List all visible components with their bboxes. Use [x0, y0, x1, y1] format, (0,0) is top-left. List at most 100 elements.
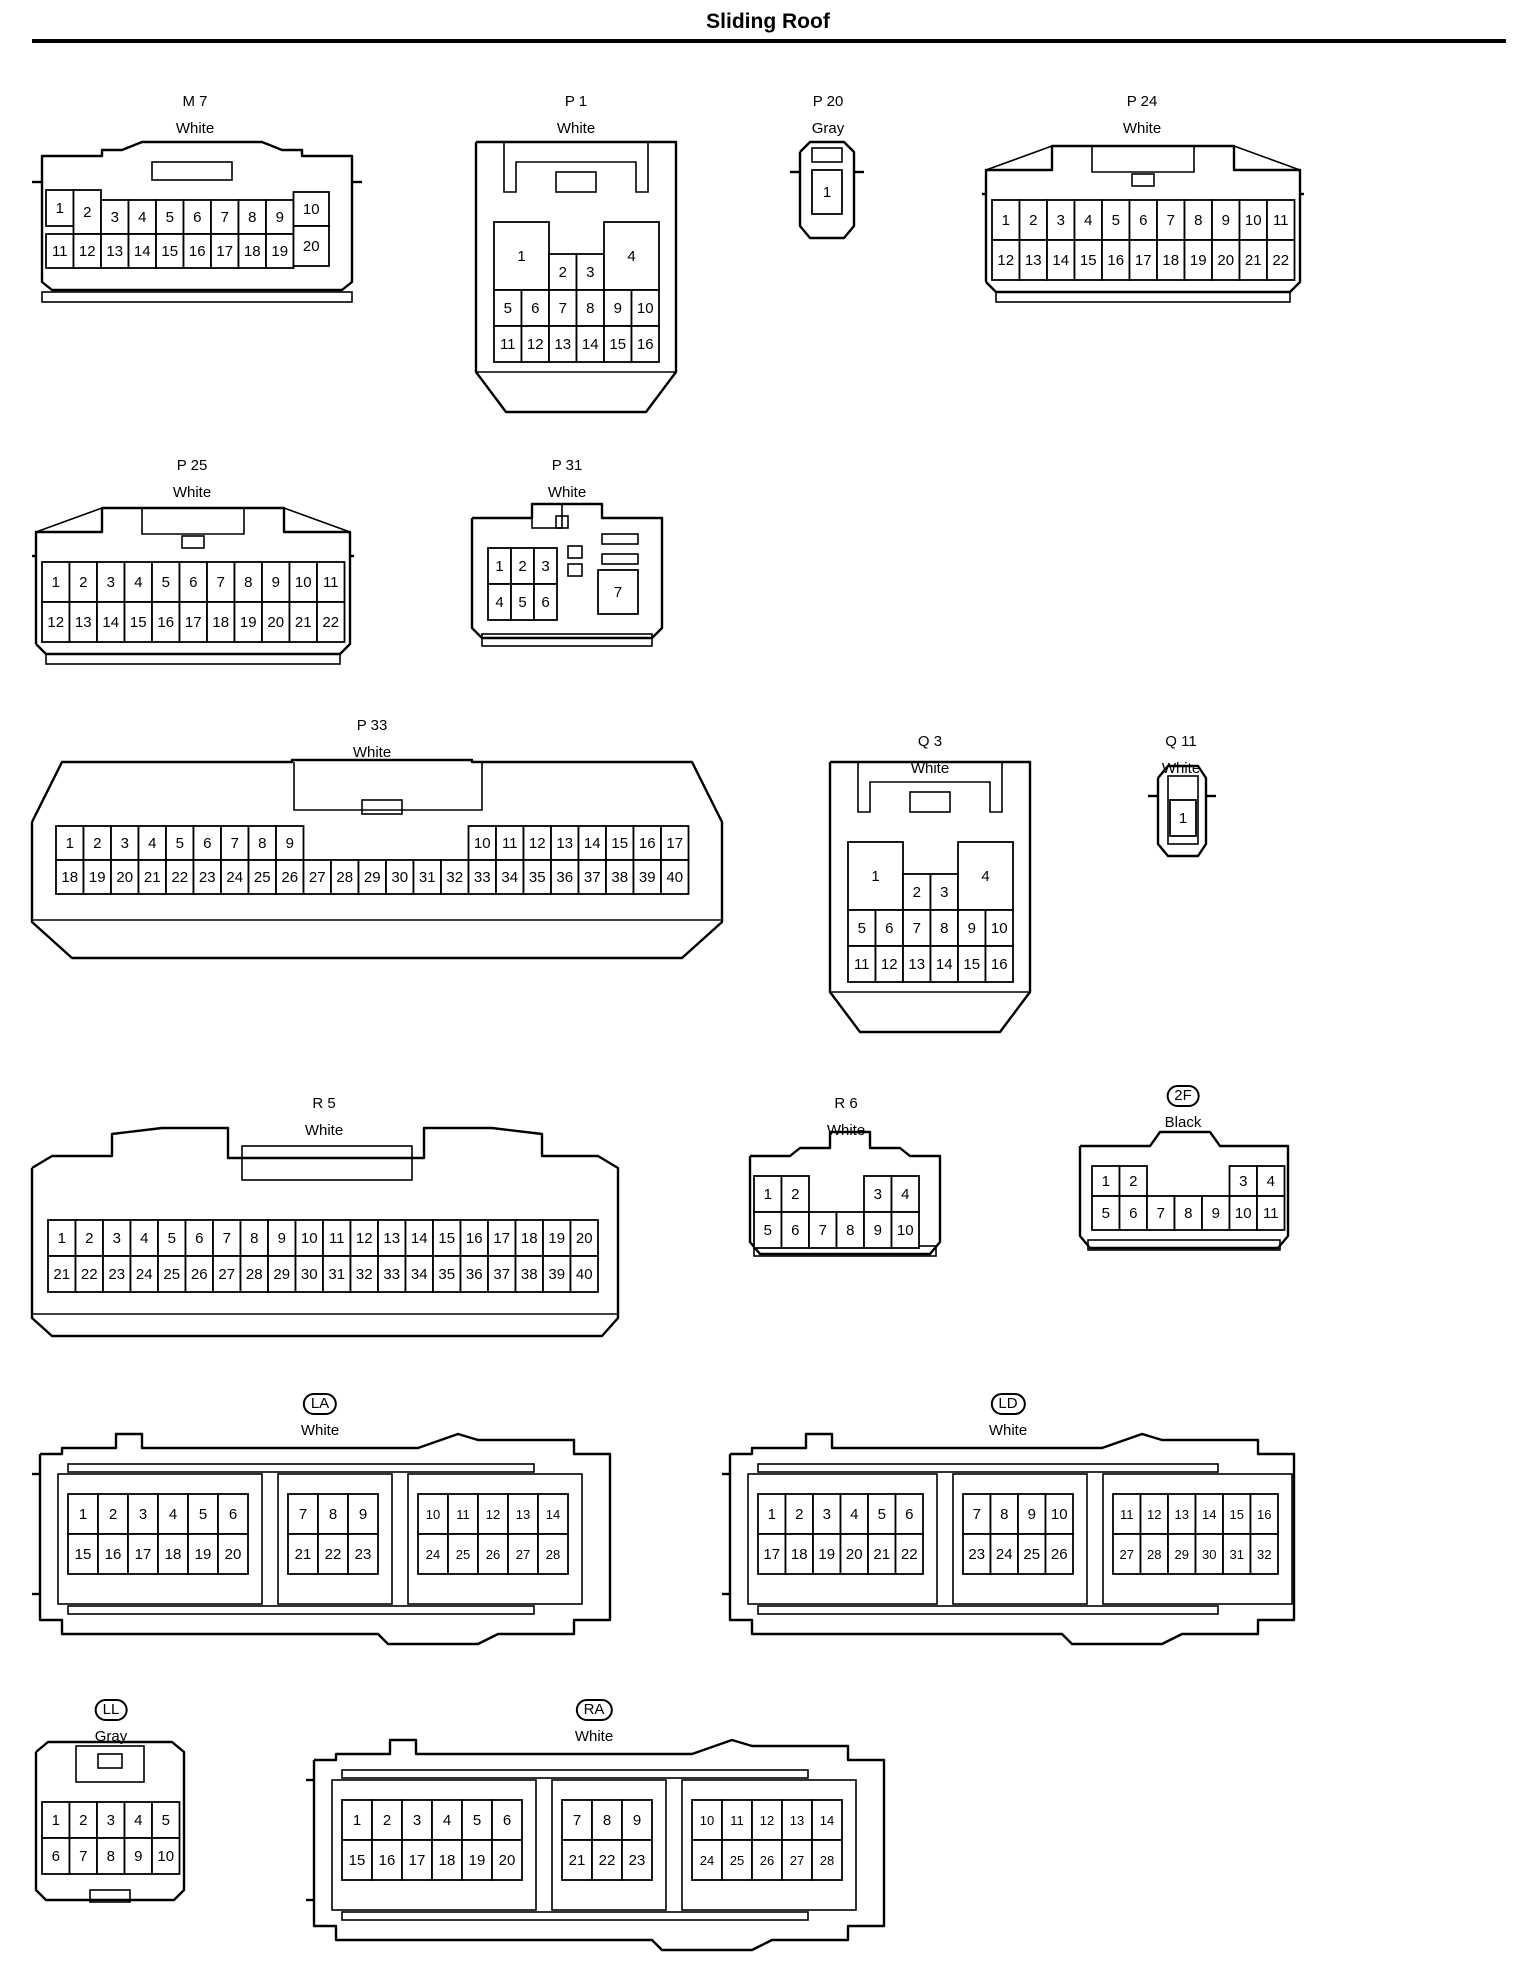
pin-cell: 30: [294, 1255, 324, 1293]
pin-cell: 22: [894, 1533, 924, 1575]
pin-cell: 16: [1249, 1493, 1279, 1535]
pin-number: 27: [218, 1266, 235, 1283]
pin-cell: 14: [537, 1493, 569, 1535]
pin-cell: 28: [811, 1839, 843, 1881]
pin-cell: 28: [537, 1533, 569, 1575]
pin-number: 12: [529, 835, 546, 852]
pin-cell: 12: [520, 325, 550, 363]
pin-number: 19: [271, 243, 288, 260]
pin-number: 9: [1222, 212, 1230, 229]
pin-cell: 1: [45, 189, 75, 227]
pin-cell: 18: [206, 601, 236, 643]
pin-cell: 12: [349, 1219, 379, 1257]
pin-number: 27: [790, 1853, 804, 1868]
pin-number: 5: [878, 1506, 886, 1523]
pin-number: 4: [901, 1186, 909, 1203]
pin-number: 12: [356, 1230, 373, 1247]
connector-color: White: [988, 1422, 1028, 1439]
pin-cell: 10: [151, 1837, 181, 1875]
pin-cell: 5: [753, 1211, 783, 1249]
pin-number: 36: [466, 1266, 483, 1283]
pin-cell: 9: [261, 561, 291, 603]
pin-cell: 11: [847, 945, 877, 983]
pin-number: 32: [356, 1266, 373, 1283]
pin-number: 17: [216, 243, 233, 260]
pin-number: 7: [1167, 212, 1175, 229]
pin-number: 1: [768, 1506, 776, 1523]
pin-number: 5: [176, 835, 184, 852]
pin-cell: 12: [41, 601, 71, 643]
pin-number: 7: [217, 574, 225, 591]
pin-number: 26: [486, 1547, 500, 1562]
pin-cell: 11: [493, 325, 523, 363]
pin-cell: 11: [45, 233, 75, 269]
pin-number: 14: [936, 956, 953, 973]
pin-number: 11: [329, 1230, 345, 1247]
pin-cell: 3: [110, 825, 140, 861]
pin-number: 8: [248, 209, 256, 226]
pin-number: 7: [573, 1812, 581, 1829]
pin-number: 7: [559, 300, 567, 317]
pin-cell: 27: [302, 859, 332, 895]
pin-number: 40: [576, 1266, 593, 1283]
pin-cell: 18: [1156, 239, 1186, 281]
pin-number: 5: [764, 1222, 772, 1239]
pin-cell: 6: [41, 1837, 71, 1875]
pin-number: 3: [111, 209, 119, 226]
pin-cell: 1: [41, 561, 71, 603]
pin-number: 14: [134, 243, 151, 260]
pin-cell: 8: [1173, 1195, 1203, 1231]
pin-cell: 35: [432, 1255, 462, 1293]
pin-cell: 4: [890, 1175, 920, 1213]
pin-number: 22: [599, 1852, 616, 1869]
pin-number: 9: [359, 1506, 367, 1523]
pin-number: 18: [165, 1546, 182, 1563]
connector-code: P 20: [812, 93, 844, 110]
pin-cell: 14: [577, 825, 607, 861]
pin-number: 30: [1202, 1547, 1216, 1562]
pin-cell: 12: [991, 239, 1021, 281]
pin-number: 22: [901, 1546, 918, 1563]
pin-number: 7: [614, 584, 622, 601]
pin-number: 21: [1245, 252, 1262, 269]
pin-cell: 22: [1266, 239, 1296, 281]
pin-cell: 7: [68, 1837, 98, 1875]
pin-number: 14: [1052, 252, 1069, 269]
pin-cell: 8: [929, 909, 959, 947]
pin-number: 18: [791, 1546, 808, 1563]
pin-number: 25: [456, 1547, 470, 1562]
pin-cell: 2: [784, 1493, 814, 1535]
connector-color: Gray: [811, 120, 845, 137]
pin-cell: 14: [811, 1799, 843, 1841]
pin-cell: 10: [1044, 1493, 1074, 1535]
pin-number: 5: [162, 1812, 170, 1829]
pin-number: 21: [144, 869, 161, 886]
pin-cell: 14: [127, 233, 157, 269]
pin-number: 3: [1057, 212, 1065, 229]
pin-cell: 11: [495, 825, 525, 861]
pin-number: 24: [136, 1266, 153, 1283]
pin-number: 22: [325, 1546, 342, 1563]
pin-cell: 21: [561, 1839, 593, 1881]
connector-label-p20: P 20 Gray: [812, 88, 845, 142]
pin-cell: 15: [605, 825, 635, 861]
pin-number: 38: [521, 1266, 538, 1283]
pin-cell: 22: [591, 1839, 623, 1881]
pin-number: 11: [1273, 212, 1289, 229]
pin-number: 1: [66, 835, 74, 852]
pin-number: 11: [500, 336, 516, 353]
pin-cell: 2: [1118, 1165, 1148, 1197]
pin-number: 18: [61, 869, 78, 886]
pin-cell: 6: [192, 825, 222, 861]
pin-cell: 7: [212, 1219, 242, 1257]
pin-cell: 38: [605, 859, 635, 895]
pin-cell: 27: [1112, 1533, 1142, 1575]
pin-cell: 28: [1139, 1533, 1169, 1575]
pin-cell: 1: [67, 1493, 99, 1535]
pin-cell: 6: [780, 1211, 810, 1249]
connector-code: LA: [302, 1393, 338, 1415]
pin-number: 15: [130, 614, 147, 631]
pin-number: 25: [1023, 1546, 1040, 1563]
